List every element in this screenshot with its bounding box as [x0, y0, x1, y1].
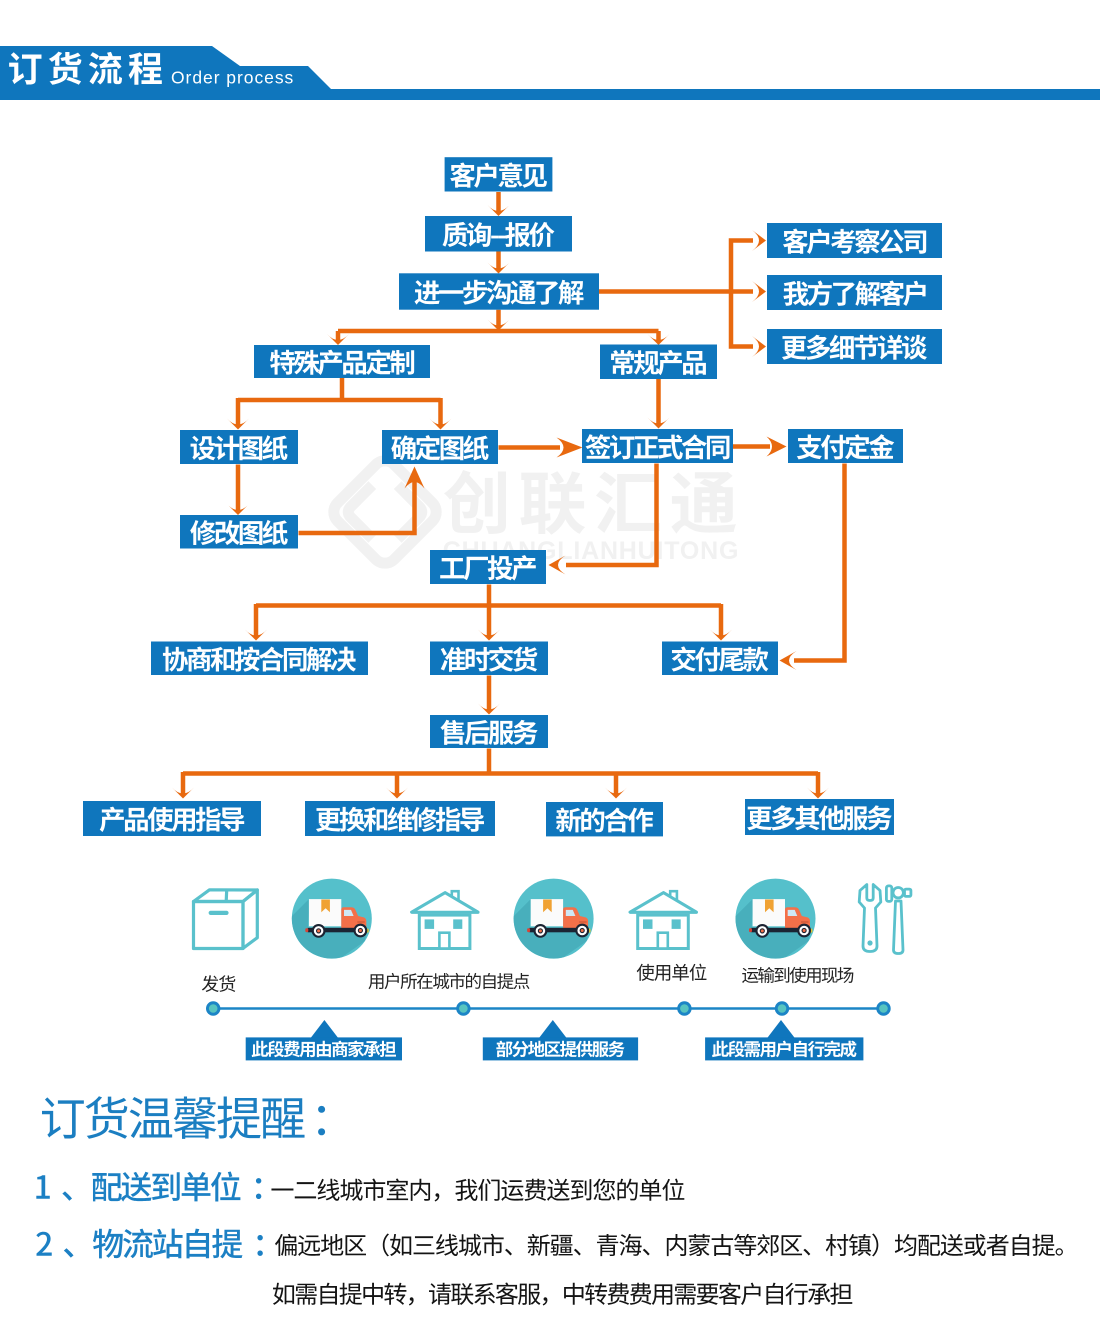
svg-text:Order process: Order process	[171, 68, 294, 88]
